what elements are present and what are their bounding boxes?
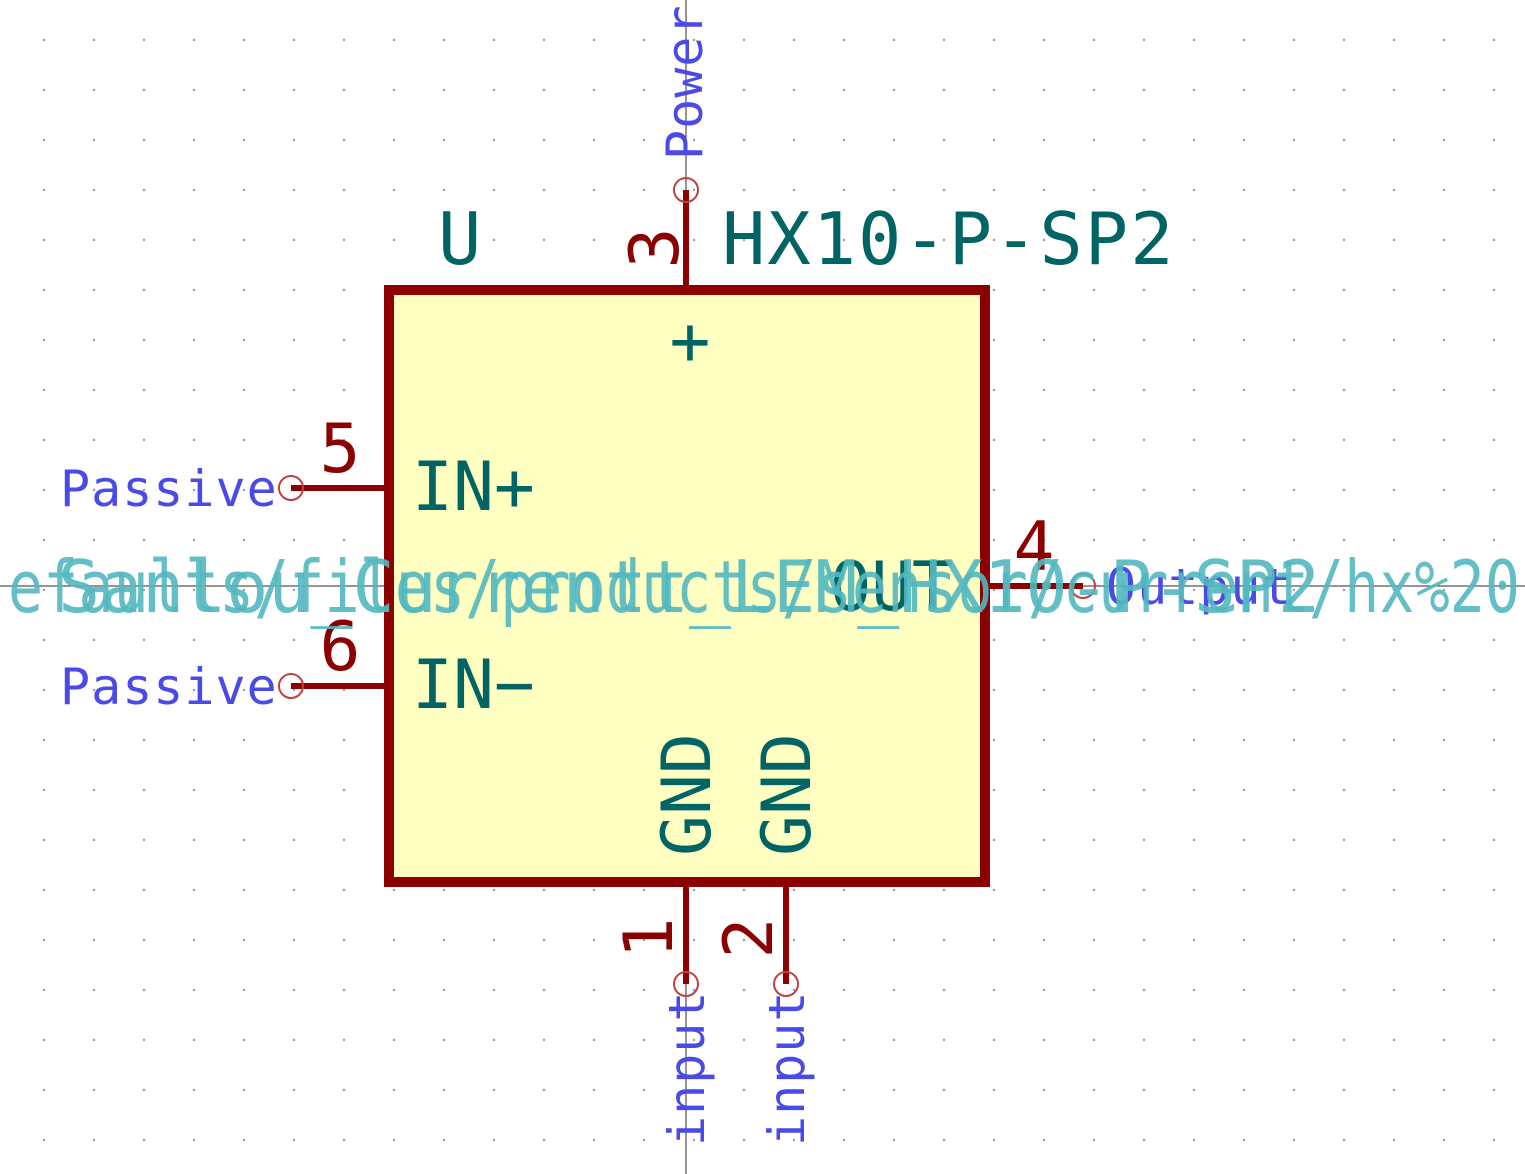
pin-4-endpoint[interactable] bbox=[1070, 573, 1096, 599]
pin-2-number: 2 bbox=[710, 918, 789, 959]
pin-1-type: input bbox=[658, 990, 716, 1146]
pin-3-name: + bbox=[670, 302, 711, 381]
value-field[interactable]: HX10-P-SP2 bbox=[722, 197, 1175, 281]
pin-2-name: GND bbox=[748, 733, 827, 856]
pin-2[interactable] bbox=[773, 882, 799, 997]
pin-5-number: 5 bbox=[320, 410, 361, 489]
pin-4[interactable] bbox=[985, 573, 1096, 599]
pin-4-name: OUT bbox=[830, 548, 953, 627]
pin-6-number: 6 bbox=[320, 608, 361, 687]
pin-6[interactable] bbox=[278, 673, 389, 699]
pin-3-type: Power bbox=[656, 4, 714, 160]
pin-2-type: input bbox=[758, 990, 816, 1146]
pin-2-endpoint[interactable] bbox=[773, 971, 799, 997]
pin-1-number: 1 bbox=[610, 918, 689, 959]
pin-6-type: Passive bbox=[60, 658, 278, 716]
symbol-body[interactable] bbox=[384, 285, 990, 887]
datasheet-field[interactable]: efaults/files/products/sensor/current/hx… bbox=[8, 545, 1520, 629]
pin-3-number: 3 bbox=[616, 228, 695, 269]
pin-4-type: Output bbox=[1106, 558, 1293, 616]
pin-3-endpoint[interactable] bbox=[673, 177, 699, 203]
pin-5-name: IN+ bbox=[412, 448, 535, 527]
pin-6-name: IN− bbox=[412, 646, 535, 725]
reference-designator[interactable]: U bbox=[438, 197, 483, 281]
pin-1[interactable] bbox=[673, 882, 699, 997]
pin-5[interactable] bbox=[278, 475, 389, 501]
pin-1-name: GND bbox=[648, 733, 727, 856]
pin-1-endpoint[interactable] bbox=[673, 971, 699, 997]
pin-5-type: Passive bbox=[60, 460, 278, 518]
pin-6-endpoint[interactable] bbox=[278, 673, 304, 699]
footprint-field[interactable]: Sanlou_Currentt_LEM_HX10-P-SP2 bbox=[58, 545, 1320, 629]
pin-4-number: 4 bbox=[1014, 508, 1055, 587]
pin-5-endpoint[interactable] bbox=[278, 475, 304, 501]
pin-3[interactable] bbox=[673, 177, 699, 290]
